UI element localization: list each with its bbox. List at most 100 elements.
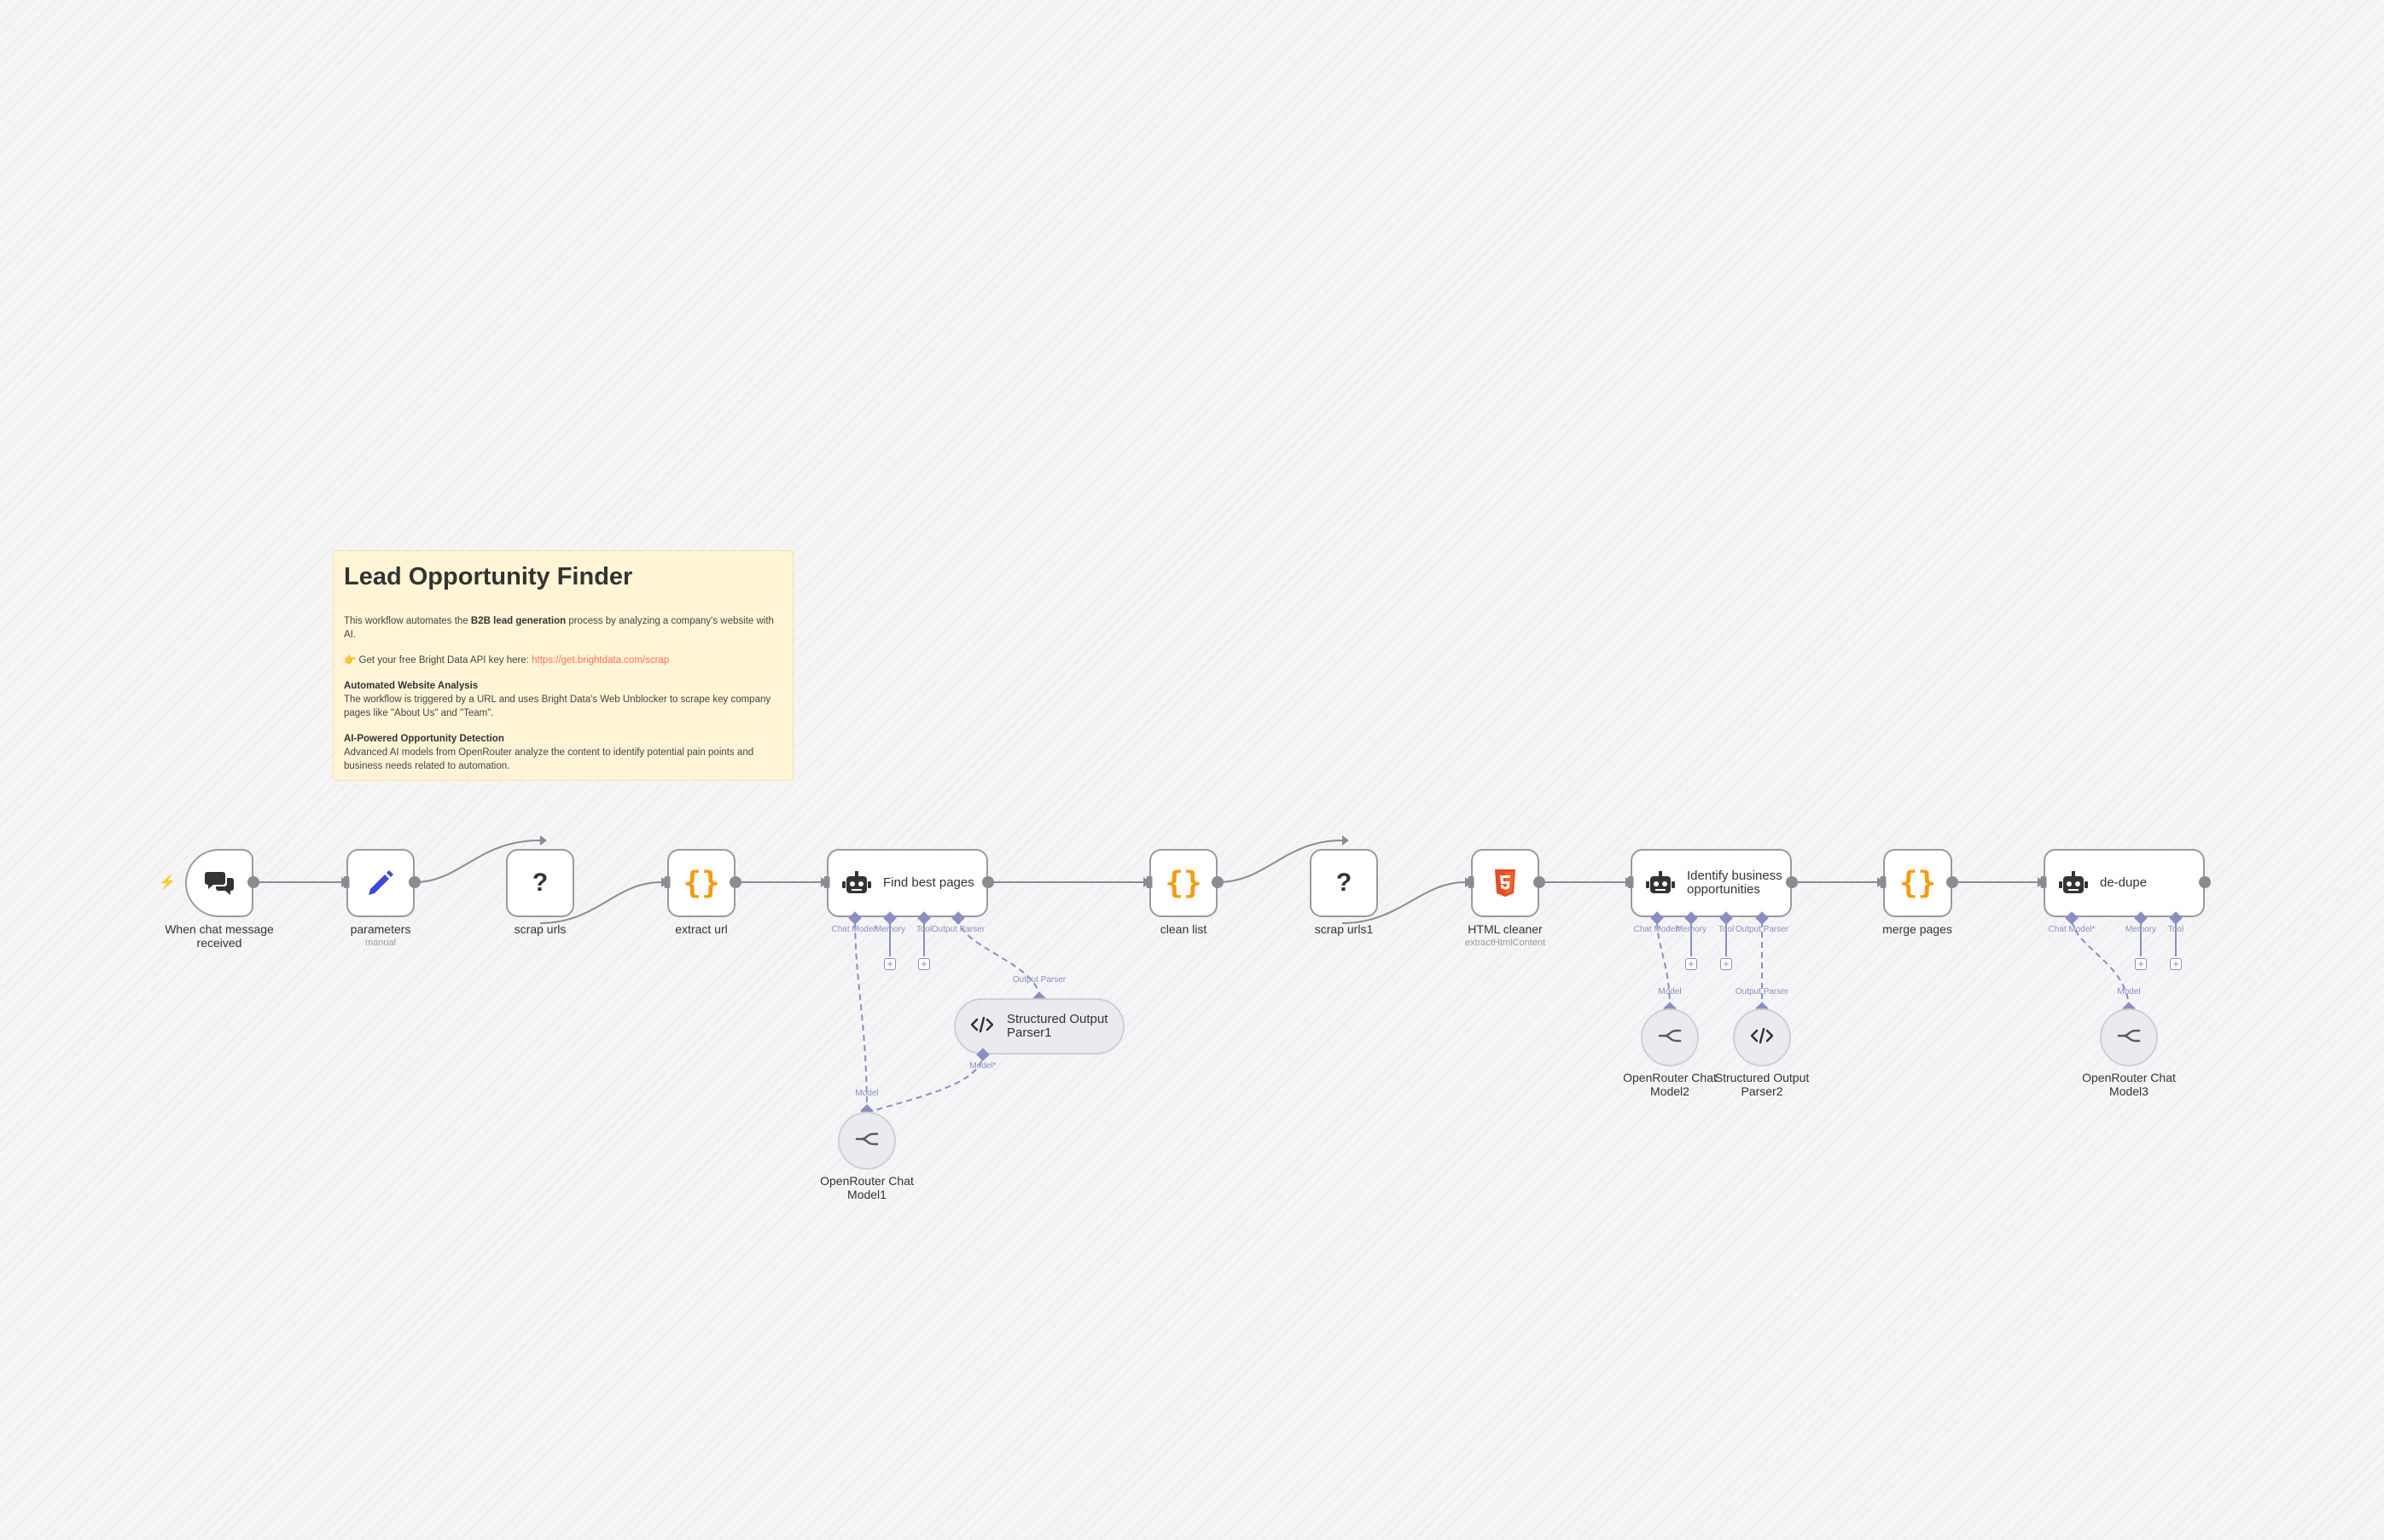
node-label: HTML cleaner (1468, 922, 1543, 936)
add-memory-button[interactable]: + (1685, 958, 1697, 970)
node-merge-pages[interactable]: {} (1883, 849, 1952, 917)
openrouter-icon (2117, 1027, 2141, 1049)
output-port[interactable] (982, 876, 994, 888)
slot-label: Chat Model* (831, 925, 879, 934)
edge-cleanlist-scrapurls1 (1217, 840, 1343, 883)
ai-edge-model2-identify (1656, 918, 1671, 1010)
output-port[interactable] (247, 876, 259, 888)
input-port[interactable] (823, 876, 830, 888)
slot-label: Output Parser (1735, 987, 1789, 997)
input-port[interactable] (343, 876, 350, 888)
node-sublabel: manual (364, 938, 397, 948)
code-tag-icon (970, 1016, 994, 1037)
code-braces-icon: {} (1165, 865, 1202, 901)
output-port[interactable] (1533, 876, 1545, 888)
add-memory-button[interactable]: + (2135, 958, 2147, 970)
sticky-note-api: 👉 Get your free Bright Data API key here… (344, 655, 670, 665)
slot-label: Output Parser (1012, 975, 1067, 985)
add-tool-button[interactable]: + (918, 958, 930, 970)
node-sublabel: extractHtmlContent (1464, 938, 1546, 948)
add-tool-button[interactable]: + (2170, 958, 2182, 970)
slot-label: Output Parser (1735, 925, 1789, 934)
node-find-best-pages[interactable]: Find best pages (827, 849, 988, 917)
input-port[interactable] (664, 876, 671, 888)
output-port[interactable] (1212, 876, 1224, 888)
slot-label: Tool (2167, 925, 2184, 934)
chat-bubbles-icon (204, 870, 235, 896)
slot-label: Model (1658, 987, 1682, 997)
openrouter-icon (855, 1130, 879, 1152)
openrouter-icon (1658, 1027, 1682, 1049)
node-title: Find best pages (883, 875, 974, 890)
pencil-icon (366, 869, 395, 898)
node-label: scrap urls (514, 922, 567, 936)
node-de-dupe[interactable]: de-dupe (2044, 849, 2205, 917)
slot-label: Model (2117, 987, 2141, 997)
node-openrouter-chat-model3[interactable] (2100, 1008, 2158, 1066)
output-port[interactable] (2199, 876, 2211, 888)
add-memory-button[interactable]: + (884, 958, 896, 970)
output-port[interactable] (409, 876, 421, 888)
node-chat-trigger[interactable] (185, 849, 253, 917)
slot-label: Model (855, 1089, 879, 1098)
node-title: de-dupe (2100, 875, 2148, 890)
edge-parameters-scrapurls (414, 840, 541, 883)
edge-scrapurls-extracturl (539, 881, 662, 924)
node-label: scrap urls1 (1314, 922, 1374, 936)
slot-label: Memory (1675, 925, 1707, 934)
code-braces-icon: {} (683, 865, 720, 901)
output-port[interactable] (1946, 876, 1958, 888)
node-openrouter-chat-model2[interactable] (1641, 1008, 1699, 1066)
ai-edge-model3-dedupe (2071, 918, 2130, 1010)
node-openrouter-chat-model1[interactable] (838, 1112, 896, 1170)
ai-edge-parser1-findbest (957, 918, 1040, 999)
sticky-note[interactable]: Lead Opportunity Finder This workflow au… (333, 550, 794, 781)
input-port[interactable] (2040, 876, 2047, 888)
slot-label: Chat Model* (2048, 925, 2096, 934)
robot-icon (1646, 871, 1675, 895)
sticky-note-title: Lead Opportunity Finder (344, 563, 633, 590)
html5-icon (1493, 869, 1517, 897)
question-mark-icon: ? (1335, 869, 1352, 897)
node-extract-url[interactable]: {} (667, 849, 736, 917)
node-structured-output-parser2[interactable] (1733, 1008, 1791, 1066)
ai-edge-model1-findbest (854, 918, 868, 1113)
robot-icon (2059, 871, 2088, 895)
node-clean-list[interactable]: {} (1149, 849, 1218, 917)
slot-label: Model* (969, 1061, 997, 1071)
code-tag-icon (1750, 1027, 1774, 1049)
node-scrap-urls[interactable]: ? (506, 849, 574, 917)
node-label: clean list (1160, 922, 1207, 936)
node-label: parameters (350, 922, 411, 936)
input-port[interactable] (1627, 876, 1634, 888)
add-tool-button[interactable]: + (1720, 958, 1732, 970)
node-label: extract url (675, 922, 728, 936)
input-port[interactable] (1146, 876, 1153, 888)
slot-label: Tool (916, 925, 933, 934)
node-parameters[interactable] (346, 849, 415, 917)
bright-data-link[interactable]: https://get.brightdata.com/scrap (532, 655, 670, 665)
output-port[interactable] (1786, 876, 1798, 888)
slot-label: Output Parser (931, 925, 986, 934)
input-port[interactable] (1468, 876, 1474, 888)
slot-label: Chat Model* (1633, 925, 1681, 934)
node-html-cleaner[interactable] (1471, 849, 1539, 917)
output-port[interactable] (730, 876, 741, 888)
trigger-bolt-icon: ⚡ (159, 875, 176, 890)
edge-scrapurls1-htmlcleaner (1341, 881, 1466, 924)
node-scrap-urls1[interactable]: ? (1310, 849, 1378, 917)
input-port[interactable] (1880, 876, 1887, 888)
